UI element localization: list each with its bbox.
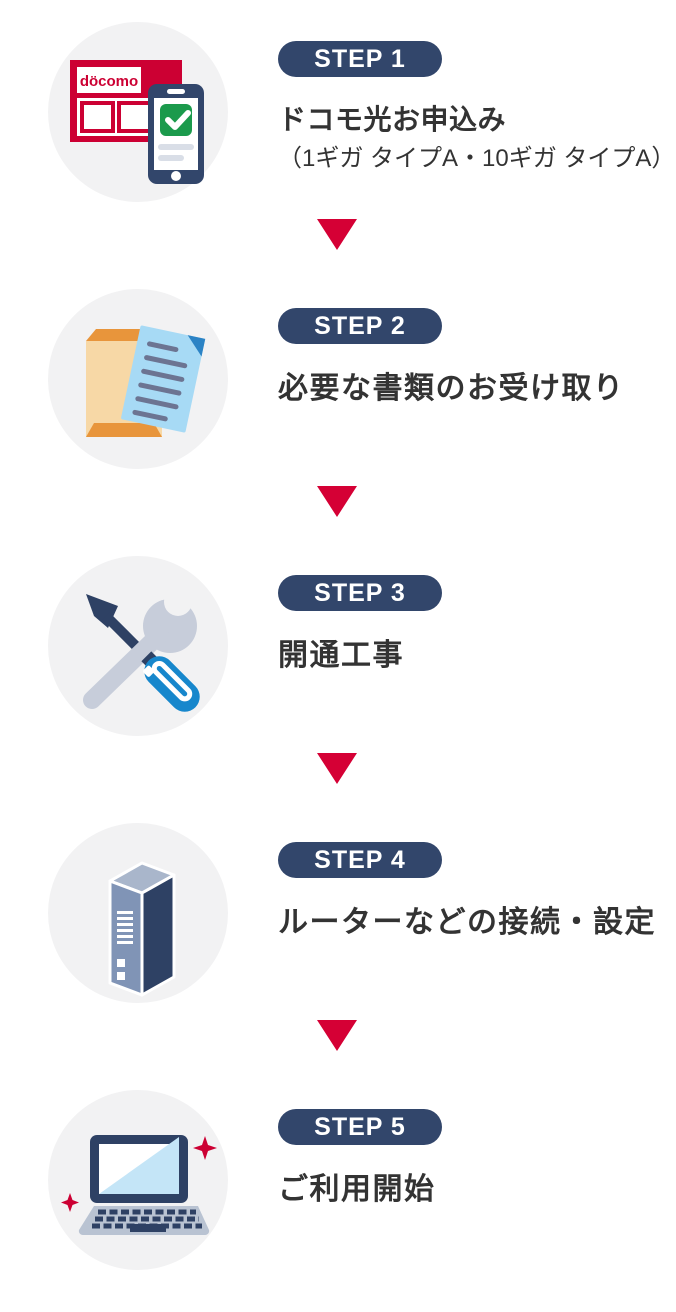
- step-1-badge: STEP 1: [278, 41, 442, 77]
- router-icon: [108, 861, 176, 997]
- docomo-logo-text: döcomo: [80, 73, 138, 90]
- arrow-row-2: [48, 469, 676, 556]
- step-2-content: STEP 2 必要な書類のお受け取り: [278, 289, 625, 408]
- step-4-content: STEP 4 ルーターなどの接続・設定: [278, 823, 656, 942]
- down-arrow-icon: [317, 219, 357, 250]
- laptop-sparkles-icon: [61, 1135, 217, 1236]
- step-3-content: STEP 3 開通工事: [278, 556, 442, 675]
- step-2-badge: STEP 2: [278, 308, 442, 344]
- down-arrow-icon: [317, 1020, 357, 1051]
- step-2-title: 必要な書類のお受け取り: [278, 372, 625, 405]
- step-1-content: STEP 1 ドコモ光お申込み （1ギガ タイプA・10ギガ タイプA）: [278, 22, 675, 176]
- envelope-documents-icon: [86, 325, 206, 437]
- down-arrow-icon: [317, 486, 357, 517]
- docomo-shop-smartphone-icon: döcomo: [70, 60, 204, 184]
- sparkle-icon: [61, 1193, 79, 1212]
- step-2: STEP 2 必要な書類のお受け取り: [48, 289, 676, 469]
- step-3-icon-circle: [48, 556, 228, 736]
- arrow-row-4: [48, 1003, 676, 1090]
- step-4-title: ルーターなどの接続・設定: [278, 906, 656, 939]
- step-5-title: ご利用開始: [278, 1173, 436, 1206]
- step-2-icon-circle: [48, 289, 228, 469]
- step-1-title: ドコモ光お申込み: [278, 104, 507, 135]
- wrench-screwdriver-icon: [83, 574, 200, 712]
- step-1-icon-circle: döcomo: [48, 22, 228, 202]
- down-arrow-icon: [317, 753, 357, 784]
- step-5-badge: STEP 5: [278, 1109, 442, 1145]
- step-4: STEP 4 ルーターなどの接続・設定: [48, 823, 676, 1003]
- sparkle-icon: [193, 1136, 217, 1160]
- step-3: STEP 3 開通工事: [48, 556, 676, 736]
- step-4-badge: STEP 4: [278, 842, 442, 878]
- arrow-row-1: [48, 202, 676, 289]
- step-1-subtitle: （1ギガ タイプA・10ギガ タイプA）: [278, 145, 676, 173]
- step-3-title: 開通工事: [278, 639, 404, 672]
- step-5-icon-circle: [48, 1090, 228, 1270]
- step-3-badge: STEP 3: [278, 575, 442, 611]
- step-5: STEP 5 ご利用開始: [48, 1090, 676, 1270]
- step-5-content: STEP 5 ご利用開始: [278, 1090, 442, 1209]
- arrow-row-3: [48, 736, 676, 823]
- step-4-icon-circle: [48, 823, 228, 1003]
- step-1: döcomo STEP 1 ドコモ光お申込み （1ギガ タイプA・10ギガ タイ…: [48, 22, 676, 202]
